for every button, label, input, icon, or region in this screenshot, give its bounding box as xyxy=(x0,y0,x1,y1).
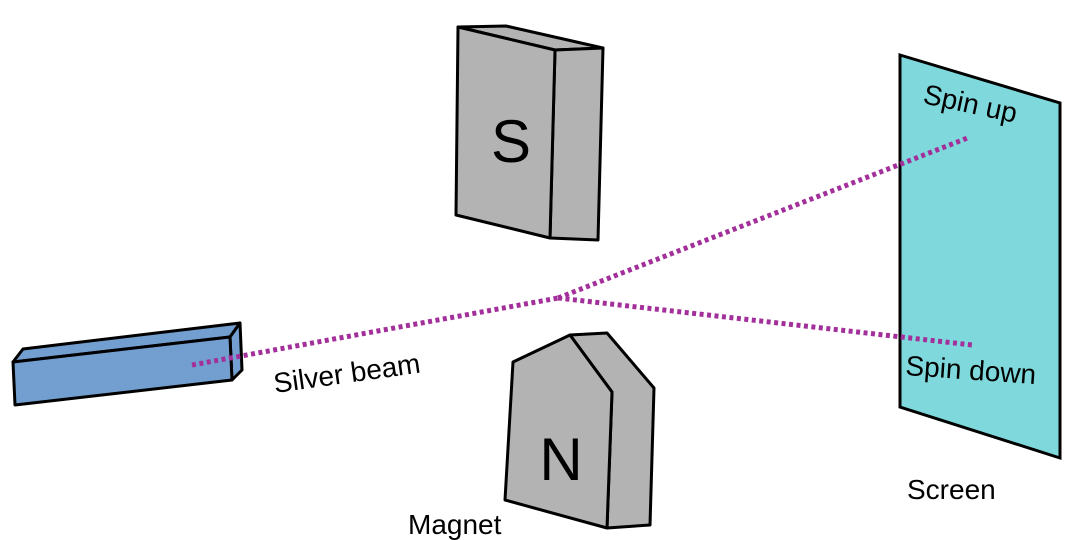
beam-paths xyxy=(191,134,973,368)
south-pole-label: S xyxy=(491,108,531,175)
south-magnet-front-face xyxy=(454,25,557,240)
screen-label: Screen xyxy=(907,474,996,505)
south-magnet: S xyxy=(454,24,605,242)
screen xyxy=(898,52,1062,461)
north-pole-label: N xyxy=(539,426,582,493)
screen-panel xyxy=(898,52,1062,461)
north-magnet-front-face xyxy=(503,333,614,530)
spin-down-beam xyxy=(557,295,973,348)
silver-beam-label: Silver beam xyxy=(272,348,423,399)
north-magnet: N xyxy=(503,331,656,530)
spin-up-beam xyxy=(557,134,971,301)
incoming-beam xyxy=(191,295,559,368)
magnet-label: Magnet xyxy=(408,509,502,540)
source-front-face xyxy=(11,335,234,407)
silver-beam-source xyxy=(11,321,244,407)
south-magnet-side-face xyxy=(548,46,605,242)
